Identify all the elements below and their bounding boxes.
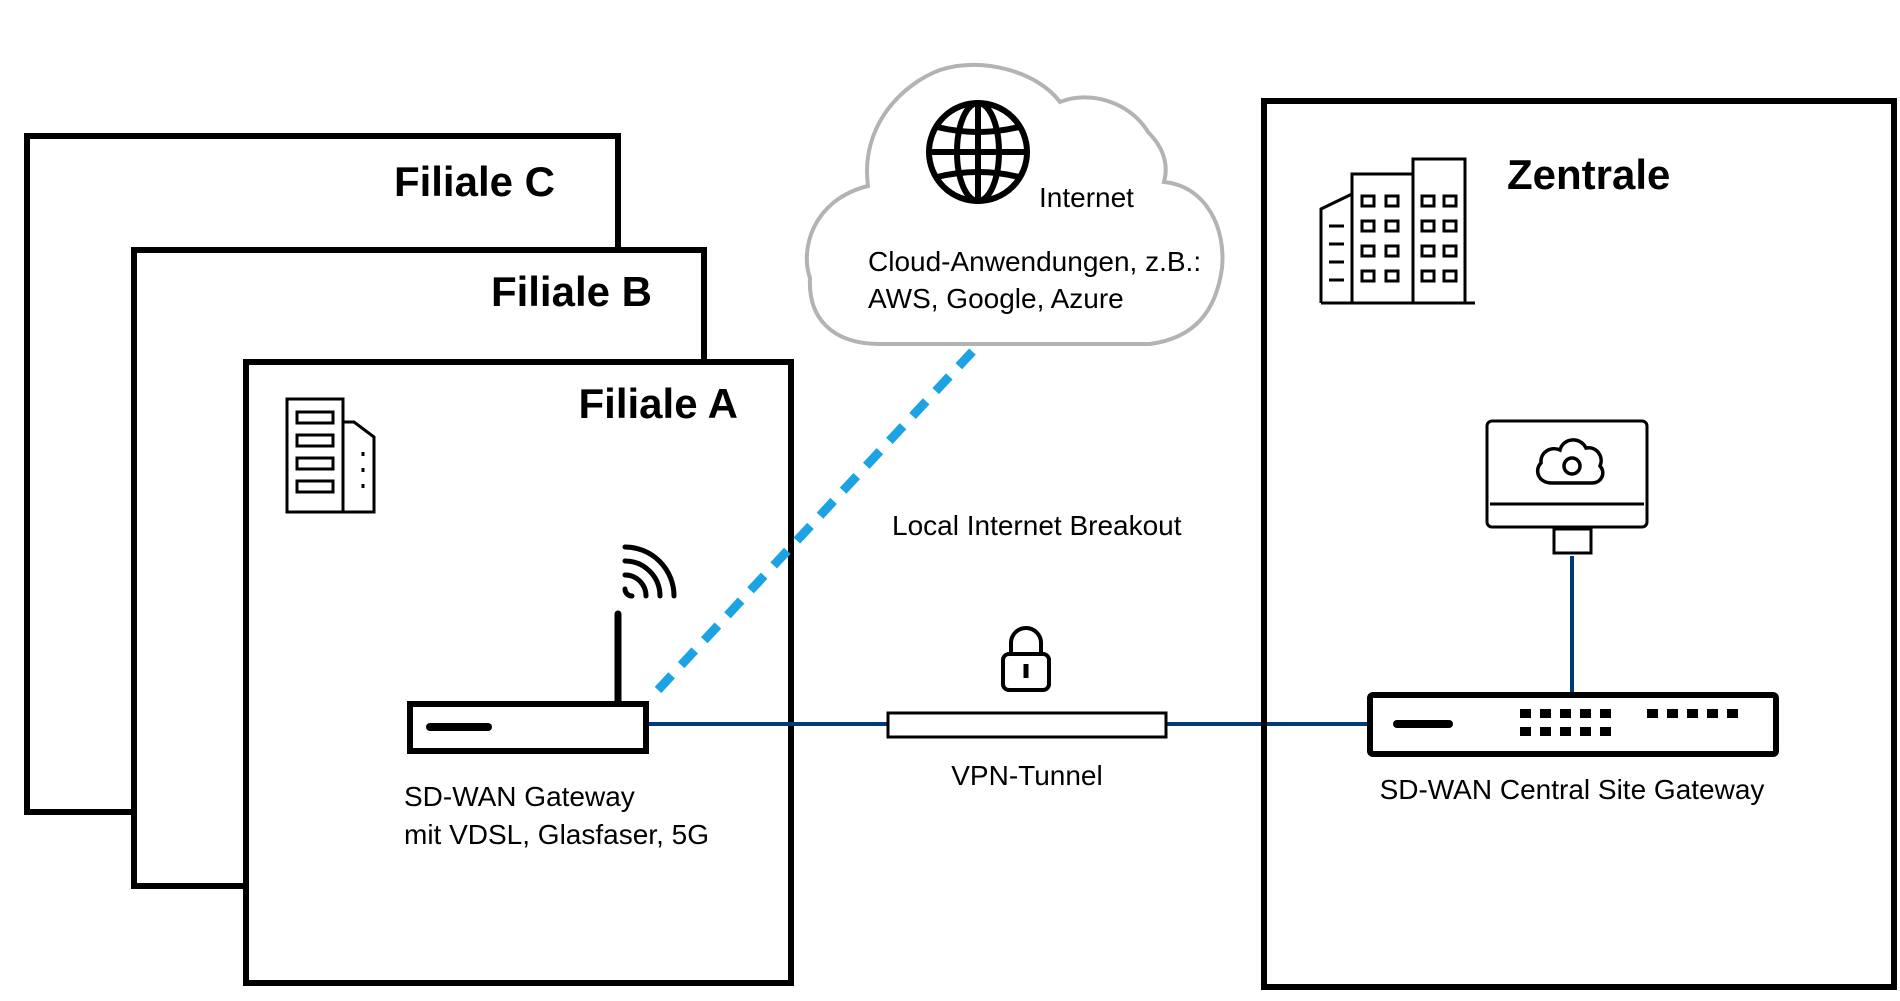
cloud-shape (804, 62, 1225, 346)
branch-b-title: Filiale B (491, 268, 652, 315)
branch-a-title: Filiale A (579, 380, 739, 427)
cloud-management-icon (1535, 438, 1605, 485)
breakout-label: Local Internet Breakout (892, 510, 1182, 541)
vpn-label: VPN-Tunnel (951, 760, 1102, 791)
central-box (1261, 98, 1897, 990)
gateway-label-line1: SD-WAN Gateway (404, 781, 635, 812)
globe-icon (926, 100, 1030, 204)
breakout-line (654, 334, 989, 694)
cloud: Internet Cloud-Anwendungen, z.B.: AWS, G… (804, 62, 1225, 346)
switch-ports (1520, 709, 1738, 736)
branch-a: Filiale A (243, 359, 794, 986)
internet-label: Internet (1039, 182, 1134, 213)
router-icon (407, 610, 649, 754)
office-building-icon (285, 397, 376, 514)
headquarters-building-icon (1319, 157, 1475, 305)
gateway-label-line2: mit VDSL, Glasfaser, 5G (404, 819, 709, 850)
branch-a-box (243, 359, 794, 986)
vpn-tunnel: VPN-Tunnel (886, 626, 1168, 791)
cloud-apps-line2: AWS, Google, Azure (868, 283, 1124, 314)
lock-icon (1001, 626, 1051, 692)
wifi-icon (622, 544, 677, 599)
management-monitor-icon (1485, 419, 1649, 555)
central-gateway-icon (1367, 692, 1779, 757)
cloud-apps-line1: Cloud-Anwendungen, z.B.: (868, 246, 1201, 277)
central-site: Zentrale (1261, 98, 1897, 990)
vpn-tunnel-bar (886, 711, 1168, 739)
central-gateway-label: SD-WAN Central Site Gateway (1380, 774, 1765, 805)
central-title: Zentrale (1507, 151, 1670, 198)
branch-c-title: Filiale C (394, 158, 555, 205)
